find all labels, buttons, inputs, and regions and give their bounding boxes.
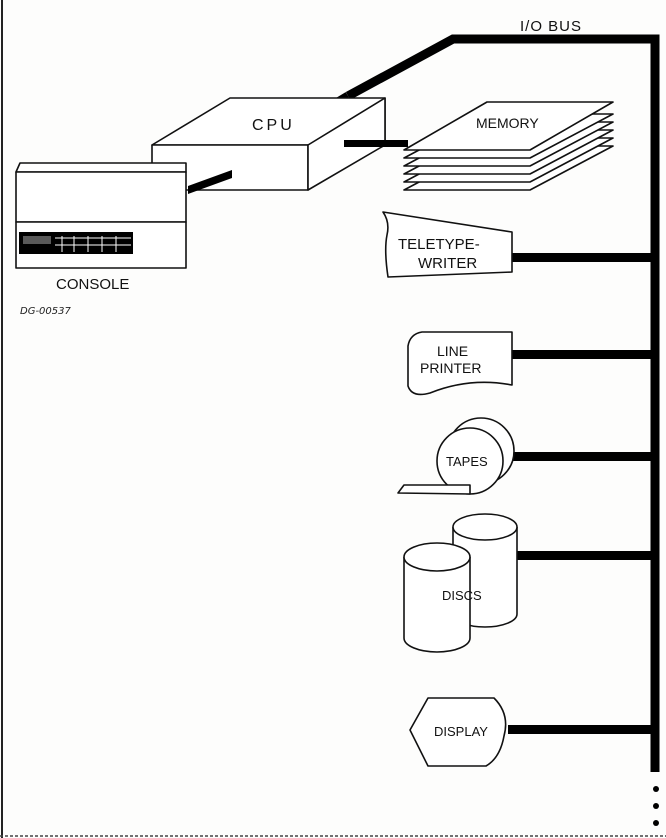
console-unit bbox=[15, 162, 187, 269]
memory-label: MEMORY bbox=[476, 115, 539, 131]
discs-unit bbox=[403, 513, 518, 653]
console-label: CONSOLE bbox=[56, 276, 129, 293]
bus-branch-line-printer bbox=[512, 350, 659, 359]
teletypewriter-label-line1: TELETYPE- bbox=[398, 236, 480, 253]
bus-branch-display bbox=[508, 725, 659, 734]
bus-continuation-dot bbox=[653, 803, 659, 809]
bus-branch-tapes bbox=[512, 452, 659, 461]
bus-continuation-dot bbox=[653, 820, 659, 826]
line-printer-label-line2: PRINTER bbox=[420, 360, 481, 376]
line-printer-label-line1: LINE bbox=[437, 343, 468, 359]
cpu-label: CPU bbox=[252, 117, 295, 134]
discs-label: DISCS bbox=[442, 588, 482, 603]
display-label: DISPLAY bbox=[434, 724, 488, 739]
display-unit bbox=[409, 697, 507, 767]
io-bus-label: I/O BUS bbox=[520, 18, 582, 35]
cpu-unit bbox=[151, 97, 408, 194]
bus-continuation-dot bbox=[653, 786, 659, 792]
memory-unit bbox=[403, 101, 614, 191]
teletypewriter-unit bbox=[382, 211, 513, 278]
io-bus bbox=[335, 34, 660, 826]
line-printer-unit bbox=[407, 331, 513, 396]
figure-id: DG-00537 bbox=[20, 306, 72, 317]
tapes-unit bbox=[397, 417, 515, 495]
bus-branch-discs bbox=[515, 551, 659, 560]
bus-branch-teletypewriter bbox=[512, 253, 659, 262]
teletypewriter-label-line2: WRITER bbox=[418, 255, 477, 272]
tapes-label: TAPES bbox=[446, 454, 488, 469]
